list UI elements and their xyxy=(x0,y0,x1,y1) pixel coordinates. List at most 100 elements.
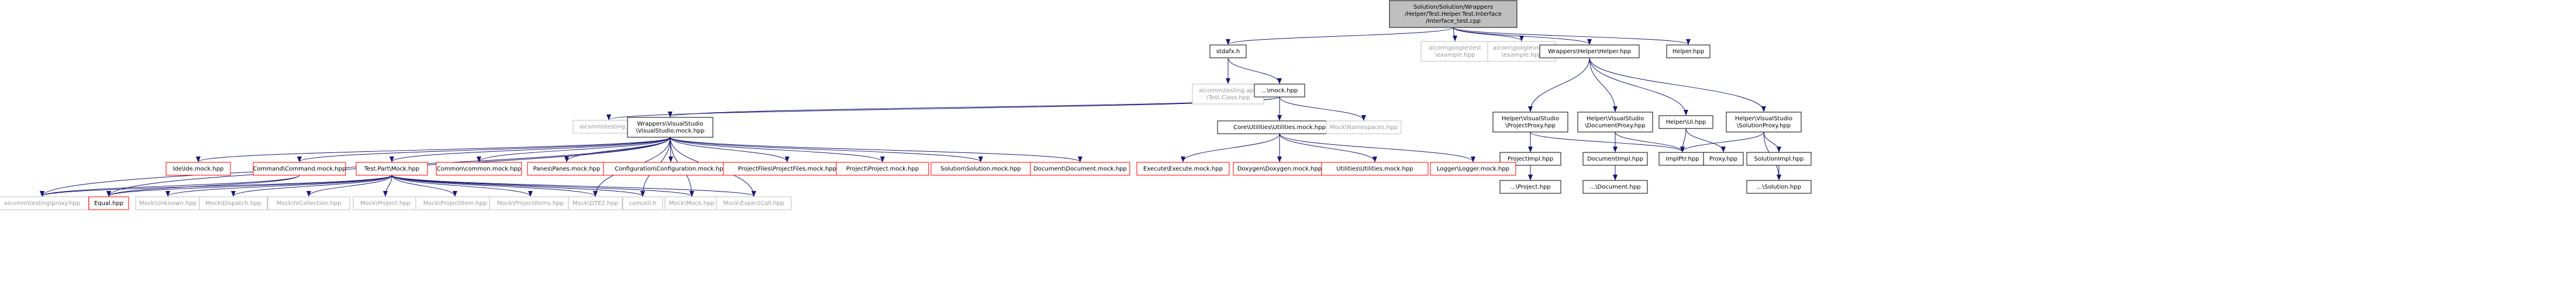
node-mock-mock[interactable]: Mock\Mock.hpp xyxy=(664,196,719,210)
node-implptr[interactable]: ImplPtr.hpp xyxy=(1658,152,1706,166)
node-common-mock[interactable]: Common\common.mock.hpp xyxy=(436,162,522,176)
node-test-part-mock[interactable]: Test.Part\Mock.hpp xyxy=(356,162,428,176)
node-wrappers-helper[interactable]: Wrappers\Helper\Helper.hpp xyxy=(1539,44,1640,58)
node-aicomm-testing-proxy[interactable]: aicomm\testing\proxy.hpp xyxy=(0,196,89,210)
node-mock-hpp[interactable]: ...\mock.hpp xyxy=(1254,84,1305,98)
node-label: Logger\Logger.mock.hpp xyxy=(1437,166,1509,172)
node-doxygen-mock[interactable]: Doxygen\Doxygen.mock.hpp xyxy=(1233,162,1326,176)
node-box xyxy=(1254,84,1305,98)
node-mock-projectitem[interactable]: Mock\ProjectItem.hpp xyxy=(415,196,495,210)
node-helper-hpp[interactable]: Helper.hpp xyxy=(1666,44,1711,58)
node-mock-projectitems[interactable]: Mock\ProjectItems.hpp xyxy=(489,196,572,210)
node-logger-mock[interactable]: Logger\Logger.mock.hpp xyxy=(1430,162,1516,176)
node-box xyxy=(199,196,268,210)
node-root[interactable]: Solution/Solution/Wrappers/Helper/Test.H… xyxy=(1389,0,1518,28)
node-label: SolutionImpl.hpp xyxy=(1754,156,1804,162)
node-mock-unknown[interactable]: Mock\Unknown.hpp xyxy=(135,196,201,210)
node-label: ...\Document.hpp xyxy=(1590,184,1641,190)
edge-test-part-mock-to-comutil xyxy=(391,175,645,197)
node-utilities-mock[interactable]: Utilities\Utilities.mock.hpp xyxy=(1321,162,1429,176)
node-helper-vs-proxy[interactable]: Helper\VisualStudio\ProjectProxy.hpp xyxy=(1492,112,1568,133)
node-label: ...\Solution.hpp xyxy=(1757,184,1801,190)
node-document-mock[interactable]: Document\Document.mock.hpp xyxy=(1030,162,1130,176)
node-equal[interactable]: Equal.hpp xyxy=(88,196,129,210)
node-helper-vs-docproxy[interactable]: Helper\VisualStudio\DocumentProxy.hpp xyxy=(1577,112,1653,133)
node-label: ProjectFiles\ProjectFiles.mock.hpp xyxy=(738,166,836,172)
node-label: \ProjectProxy.hpp xyxy=(1505,123,1556,129)
node-project-mock[interactable]: Project\Project.mock.hpp xyxy=(836,162,929,176)
edge-layer xyxy=(40,27,1781,197)
node-box xyxy=(622,196,663,210)
node-label: ...\mock.hpp xyxy=(1261,88,1298,94)
edge-helper-vs-docproxy-to-implptr xyxy=(1615,131,1685,152)
node-mock-project[interactable]: Mock\Project.hpp xyxy=(353,196,418,210)
node-box xyxy=(1430,162,1516,176)
node-configuration-mock[interactable]: Configuration\Configuration.mock.hpp xyxy=(603,162,739,176)
node-projectfiles-mock[interactable]: ProjectFiles\ProjectFiles.mock.hpp xyxy=(723,162,851,176)
node-box xyxy=(1492,112,1568,133)
node-ide-mock[interactable]: Ide\Ide.mock.hpp xyxy=(165,162,231,176)
node-box xyxy=(1326,120,1402,134)
node-box xyxy=(1658,115,1713,129)
node-execute-mock[interactable]: Execute\Execute.mock.hpp xyxy=(1136,162,1230,176)
node-solution-hpp[interactable]: ...\Solution.hpp xyxy=(1746,180,1812,194)
node-mock-ivcollection[interactable]: Mock\IVCollection.hpp xyxy=(267,196,350,210)
node-label: Ide\Ide.mock.hpp xyxy=(173,166,224,172)
node-comutil[interactable]: comutil.h xyxy=(622,196,663,210)
edge-root-to-helper-hpp xyxy=(1453,27,1691,45)
edge-command-mock-to-equal xyxy=(106,175,300,197)
node-label: Core\Utilities\Utilities.mock.hpp xyxy=(1233,124,1326,131)
node-project-hpp[interactable]: ...\Project.hpp xyxy=(1499,180,1561,194)
node-mock-dte2[interactable]: Mock\DTE2.hpp xyxy=(568,196,623,210)
node-document-hpp[interactable]: ...\Document.hpp xyxy=(1582,180,1648,194)
node-aicomm-google-test[interactable]: aicom\google\test\example.hpp xyxy=(1420,41,1489,62)
node-label: stdafx.h xyxy=(1216,48,1240,55)
node-label: Mock\Mock.hpp xyxy=(669,200,715,207)
edge-helper-vs-solproxy-to-implptr xyxy=(1680,131,1764,152)
node-box xyxy=(1666,44,1711,58)
node-label: Doxygen\Doxygen.mock.hpp xyxy=(1237,166,1322,172)
node-helper-ui[interactable]: Helper\Ui.hpp xyxy=(1658,115,1713,129)
edge-test-part-mock-to-mock-dte2 xyxy=(391,175,598,197)
node-mock-expectcall[interactable]: Mock\ExpectCall.hpp xyxy=(716,196,792,210)
node-command-mock[interactable]: Command\Command.mock.hpp xyxy=(253,162,346,176)
node-aicomm-testing-app[interactable]: aicomm\testing.app\Test.Class.hpp xyxy=(1192,84,1264,105)
edge-test-part-mock-to-aicomm-testing-proxy xyxy=(40,175,392,197)
node-document-impl[interactable]: DocumentImpl.hpp xyxy=(1582,152,1648,166)
node-label: \example.hpp xyxy=(1435,52,1475,58)
node-label: Mock\IVCollection.hpp xyxy=(277,200,342,207)
node-label: Test.Part\Mock.hpp xyxy=(364,166,419,172)
edge-helper-vs-proxy-to-implptr xyxy=(1530,131,1685,152)
node-label: ...\Project.hpp xyxy=(1510,184,1550,190)
node-panes-mock[interactable]: Panes\Panes.mock.hpp xyxy=(527,162,606,176)
node-mock-namespaces[interactable]: Mock\Namespaces.hpp xyxy=(1326,120,1402,134)
node-box xyxy=(1726,112,1802,133)
edge-wrappers-vs-mock-to-document-mock xyxy=(670,137,1082,162)
node-helper-vs-solproxy[interactable]: Helper\VisualStudio\SolutionProxy.hpp xyxy=(1726,112,1802,133)
node-box xyxy=(1389,0,1518,28)
node-solution-impl[interactable]: SolutionImpl.hpp xyxy=(1746,152,1812,166)
node-label: Mock\Dispatch.hpp xyxy=(205,200,261,207)
node-wrappers-vs-mock[interactable]: Wrappers\VisualStudio\VisualStudio.mock.… xyxy=(627,117,713,138)
node-stdafx[interactable]: stdafx.h xyxy=(1209,44,1247,58)
node-label: Mock\Project.hpp xyxy=(360,200,411,207)
node-box xyxy=(1499,180,1561,194)
node-box xyxy=(436,162,522,176)
edge-wrappers-vs-mock-to-solution-mock xyxy=(670,137,983,162)
node-box xyxy=(1321,162,1429,176)
node-label: Wrappers\VisualStudio xyxy=(637,121,704,127)
node-label: DocumentImpl.hpp xyxy=(1587,156,1643,162)
edge-test-part-mock-to-mock-ivcollection xyxy=(306,175,392,197)
node-label: Execute\Execute.mock.hpp xyxy=(1143,166,1223,172)
node-label: Mock\ProjectItems.hpp xyxy=(497,200,564,207)
node-mock-dispatch[interactable]: Mock\Dispatch.hpp xyxy=(199,196,268,210)
node-solution-mock[interactable]: Solution\Solution.mock.hpp xyxy=(930,162,1031,176)
edge-wrappers-helper-to-helper-vs-solproxy xyxy=(1589,57,1766,112)
node-proxy[interactable]: Proxy.hpp xyxy=(1703,152,1744,166)
node-label: Project\Project.mock.hpp xyxy=(846,166,919,172)
edge-helper-vs-solproxy-to-solution-impl xyxy=(1763,131,1781,152)
edge-test-part-mock-to-mock-projectitems xyxy=(391,175,533,197)
edge-wrappers-helper-to-helper-ui xyxy=(1589,57,1688,116)
node-core-utilities-mock[interactable]: Core\Utilities\Utilities.mock.hpp xyxy=(1217,120,1342,134)
node-label: /Interface_test.cpp xyxy=(1426,18,1481,25)
